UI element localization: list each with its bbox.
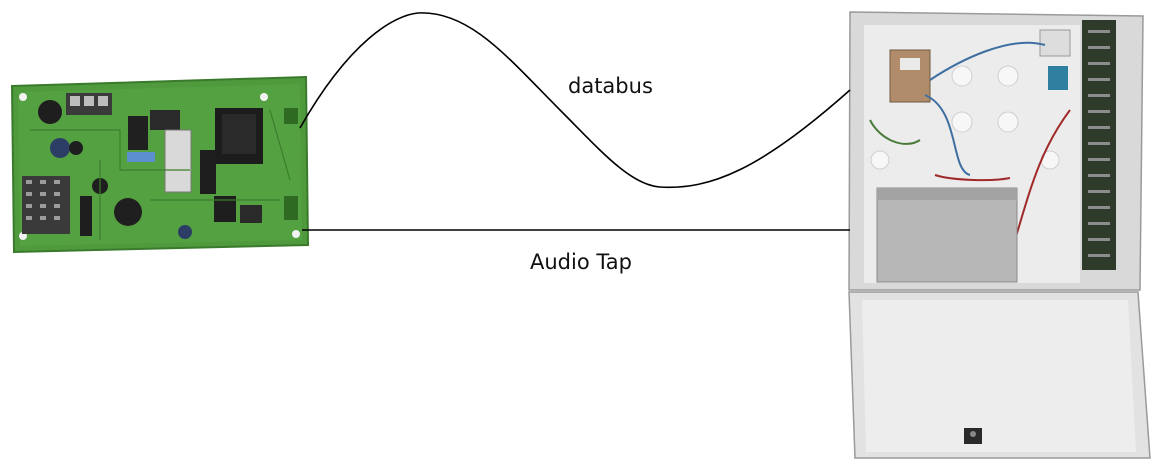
databus-line <box>299 12 851 189</box>
audio-tap-label: Audio Tap <box>530 250 632 274</box>
circuit-board-image <box>10 75 310 254</box>
databus-label: databus <box>568 74 653 98</box>
alarm-panel-enclosure-image <box>848 11 1151 459</box>
